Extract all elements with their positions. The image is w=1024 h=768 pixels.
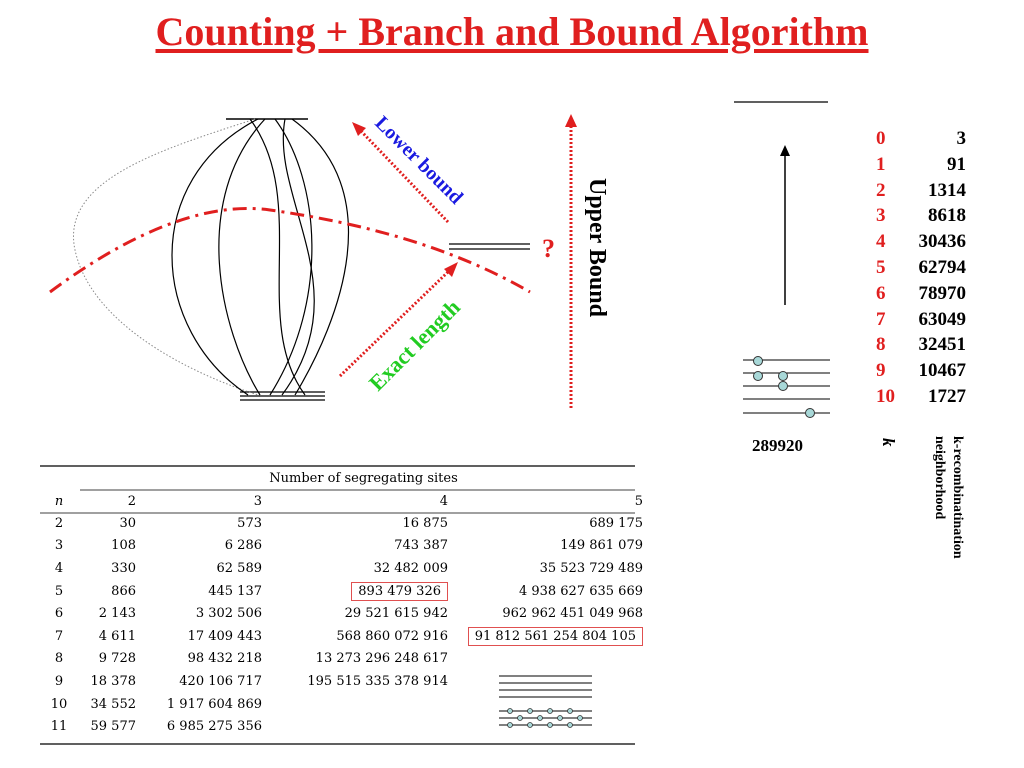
upper-bound-label: Upper Bound [584,178,610,318]
lower-bound-arrowhead [352,122,366,136]
table-row: 11 59 577 6 985 275 356 [50,719,262,735]
solution-paths [171,118,350,396]
upper-bound-arrowhead [565,114,577,127]
total-count: 289920 [752,436,803,455]
n-header: n [54,493,64,509]
table-row: 6 2 143 3 302 506 29 521 615 942 962 962… [54,606,643,622]
highlighted-cell: 893 479 326 [351,581,448,601]
lower-bound-label: Lower bound [370,112,467,209]
exact-length-arrow [338,268,452,378]
table-row: 5 866 445 137 893 479 326 4 938 627 635 … [54,581,643,601]
question-mark: ? [542,234,555,263]
mini-markers [507,708,583,728]
column-header: 3 [253,493,262,509]
neighborhood-arrowhead [780,145,790,156]
table-row: 7 4 611 17 409 443 568 860 072 916 91 81… [40,625,649,648]
target-double-line [449,243,530,250]
exact-length-arrowhead [444,262,458,277]
table-caption: Number of segregating sites [269,470,458,486]
table-row: 3 108 6 286 743 387 149 861 079 [54,538,643,554]
bound-arc [49,207,531,294]
table-row: 10 34 552 1 917 604 869 [50,696,262,712]
outer-dotted-path [73,118,259,396]
table-rules [40,465,635,745]
table-row: 8 9 728 98 432 218 13 273 296 248 617 [54,651,448,667]
neighborhood-label: k-recombinatination neighborhood [932,436,965,559]
highlighted-cell: 91 812 561 254 804 105 [467,626,643,646]
lower-bound-arrow [358,128,450,224]
mutation-markers [753,356,815,418]
page-title: Counting + Branch and Bound Algorithm [155,9,869,54]
column-header: 4 [439,493,448,509]
segregating-sites-table: Number of segregating sites n 2 3 4 5 2 … [40,466,649,738]
table-row: 2 30 573 16 875 689 175 [54,515,643,531]
mini-lines [499,675,592,726]
exact-length-label: Exact length [364,294,465,395]
table-row: 4 330 62 589 32 482 009 35 523 729 489 [54,560,643,576]
column-header: 5 [634,493,643,509]
column-header: 2 [127,493,136,509]
table-row: 9 18 378 420 106 717 195 515 335 378 914 [54,673,448,689]
k-axis-label: k [879,438,898,447]
lens-bottom-bars [240,391,325,401]
